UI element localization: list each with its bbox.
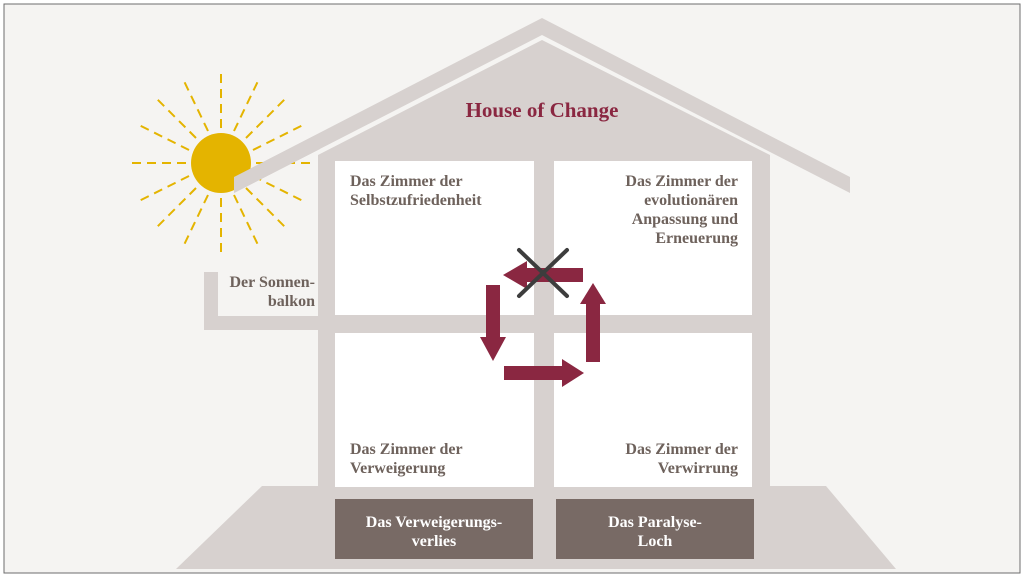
balcony-label: Der Sonnen- balkon [229, 274, 316, 310]
cycle-arrows-icon [480, 261, 606, 387]
page-title: House of Change [465, 98, 619, 122]
room-top-right [554, 161, 752, 315]
room-label-bottom-left: Das Zimmer der Verweigerung [350, 441, 463, 477]
balcony-floor [204, 316, 322, 330]
ground [176, 486, 896, 569]
balcony-post [204, 272, 218, 330]
room-bottom-left [335, 333, 534, 487]
cellar-label-left: Das Verweigerungs- verlies [365, 514, 503, 550]
cellar-label-right: Das Paralyse- Loch [608, 514, 702, 550]
room-label-top-right: Das Zimmer der evolutionären Anpassung u… [625, 173, 738, 247]
cross-icon [517, 248, 569, 298]
room-top-left [335, 161, 534, 315]
room-label-bottom-right: Das Zimmer der Verwirrung [625, 441, 738, 477]
room-label-top-left: Das Zimmer der Selbstzufriedenheit [350, 173, 482, 209]
cellar-right [556, 499, 754, 559]
cellar-left [335, 499, 533, 559]
roof-edge [234, 133, 320, 193]
